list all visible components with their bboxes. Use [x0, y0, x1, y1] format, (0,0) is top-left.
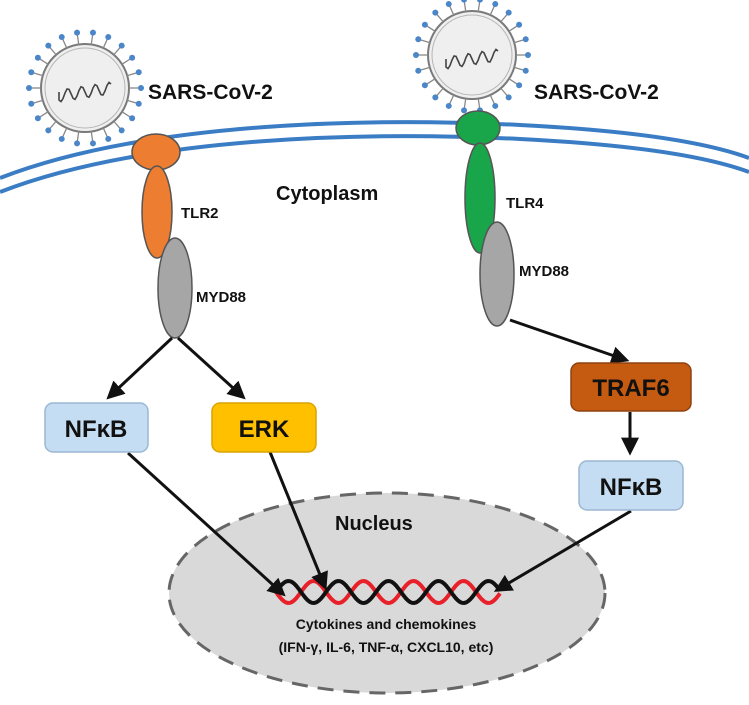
myd88-label: MYD88 [196, 289, 246, 306]
arrow-icon [106, 336, 174, 400]
tlr4-receptor [455, 110, 501, 254]
virus-label: SARS-CoV-2 [148, 81, 273, 104]
arrow-icon [493, 509, 632, 592]
arrow-icon [126, 451, 286, 597]
cell-membrane [0, 120, 749, 194]
tlr4-label: TLR4 [506, 195, 544, 212]
nfkb-box: NFκB [44, 402, 149, 453]
nucleus-label: Nucleus [335, 513, 413, 535]
virus-icon [413, 0, 531, 114]
myd88-adaptor [479, 221, 515, 327]
nfkb-label: NFκB [600, 474, 663, 501]
virus-label: SARS-CoV-2 [534, 81, 659, 104]
traf6-box: TRAF6 [570, 362, 692, 412]
erk-box: ERK [211, 402, 317, 453]
arrow-icon [176, 336, 246, 400]
myd88-adaptor [157, 237, 193, 339]
arrow-icon [268, 451, 328, 591]
arrow-icon [509, 318, 630, 364]
nucleus [167, 491, 607, 695]
tlr2-receptor [131, 133, 181, 259]
nfkb-box: NFκB [578, 460, 684, 511]
erk-label: ERK [239, 416, 290, 443]
traf6-label: TRAF6 [592, 375, 669, 402]
cytoplasm-label: Cytoplasm [276, 183, 378, 205]
output-label: (IFN-γ, IL-6, TNF-α, CXCL10, etc) [279, 639, 494, 655]
nfkb-label: NFκB [65, 416, 128, 443]
virus-icon [26, 29, 144, 147]
tlr2-label: TLR2 [181, 205, 219, 222]
myd88-label: MYD88 [519, 263, 569, 280]
output-label: Cytokines and chemokines [296, 616, 477, 632]
